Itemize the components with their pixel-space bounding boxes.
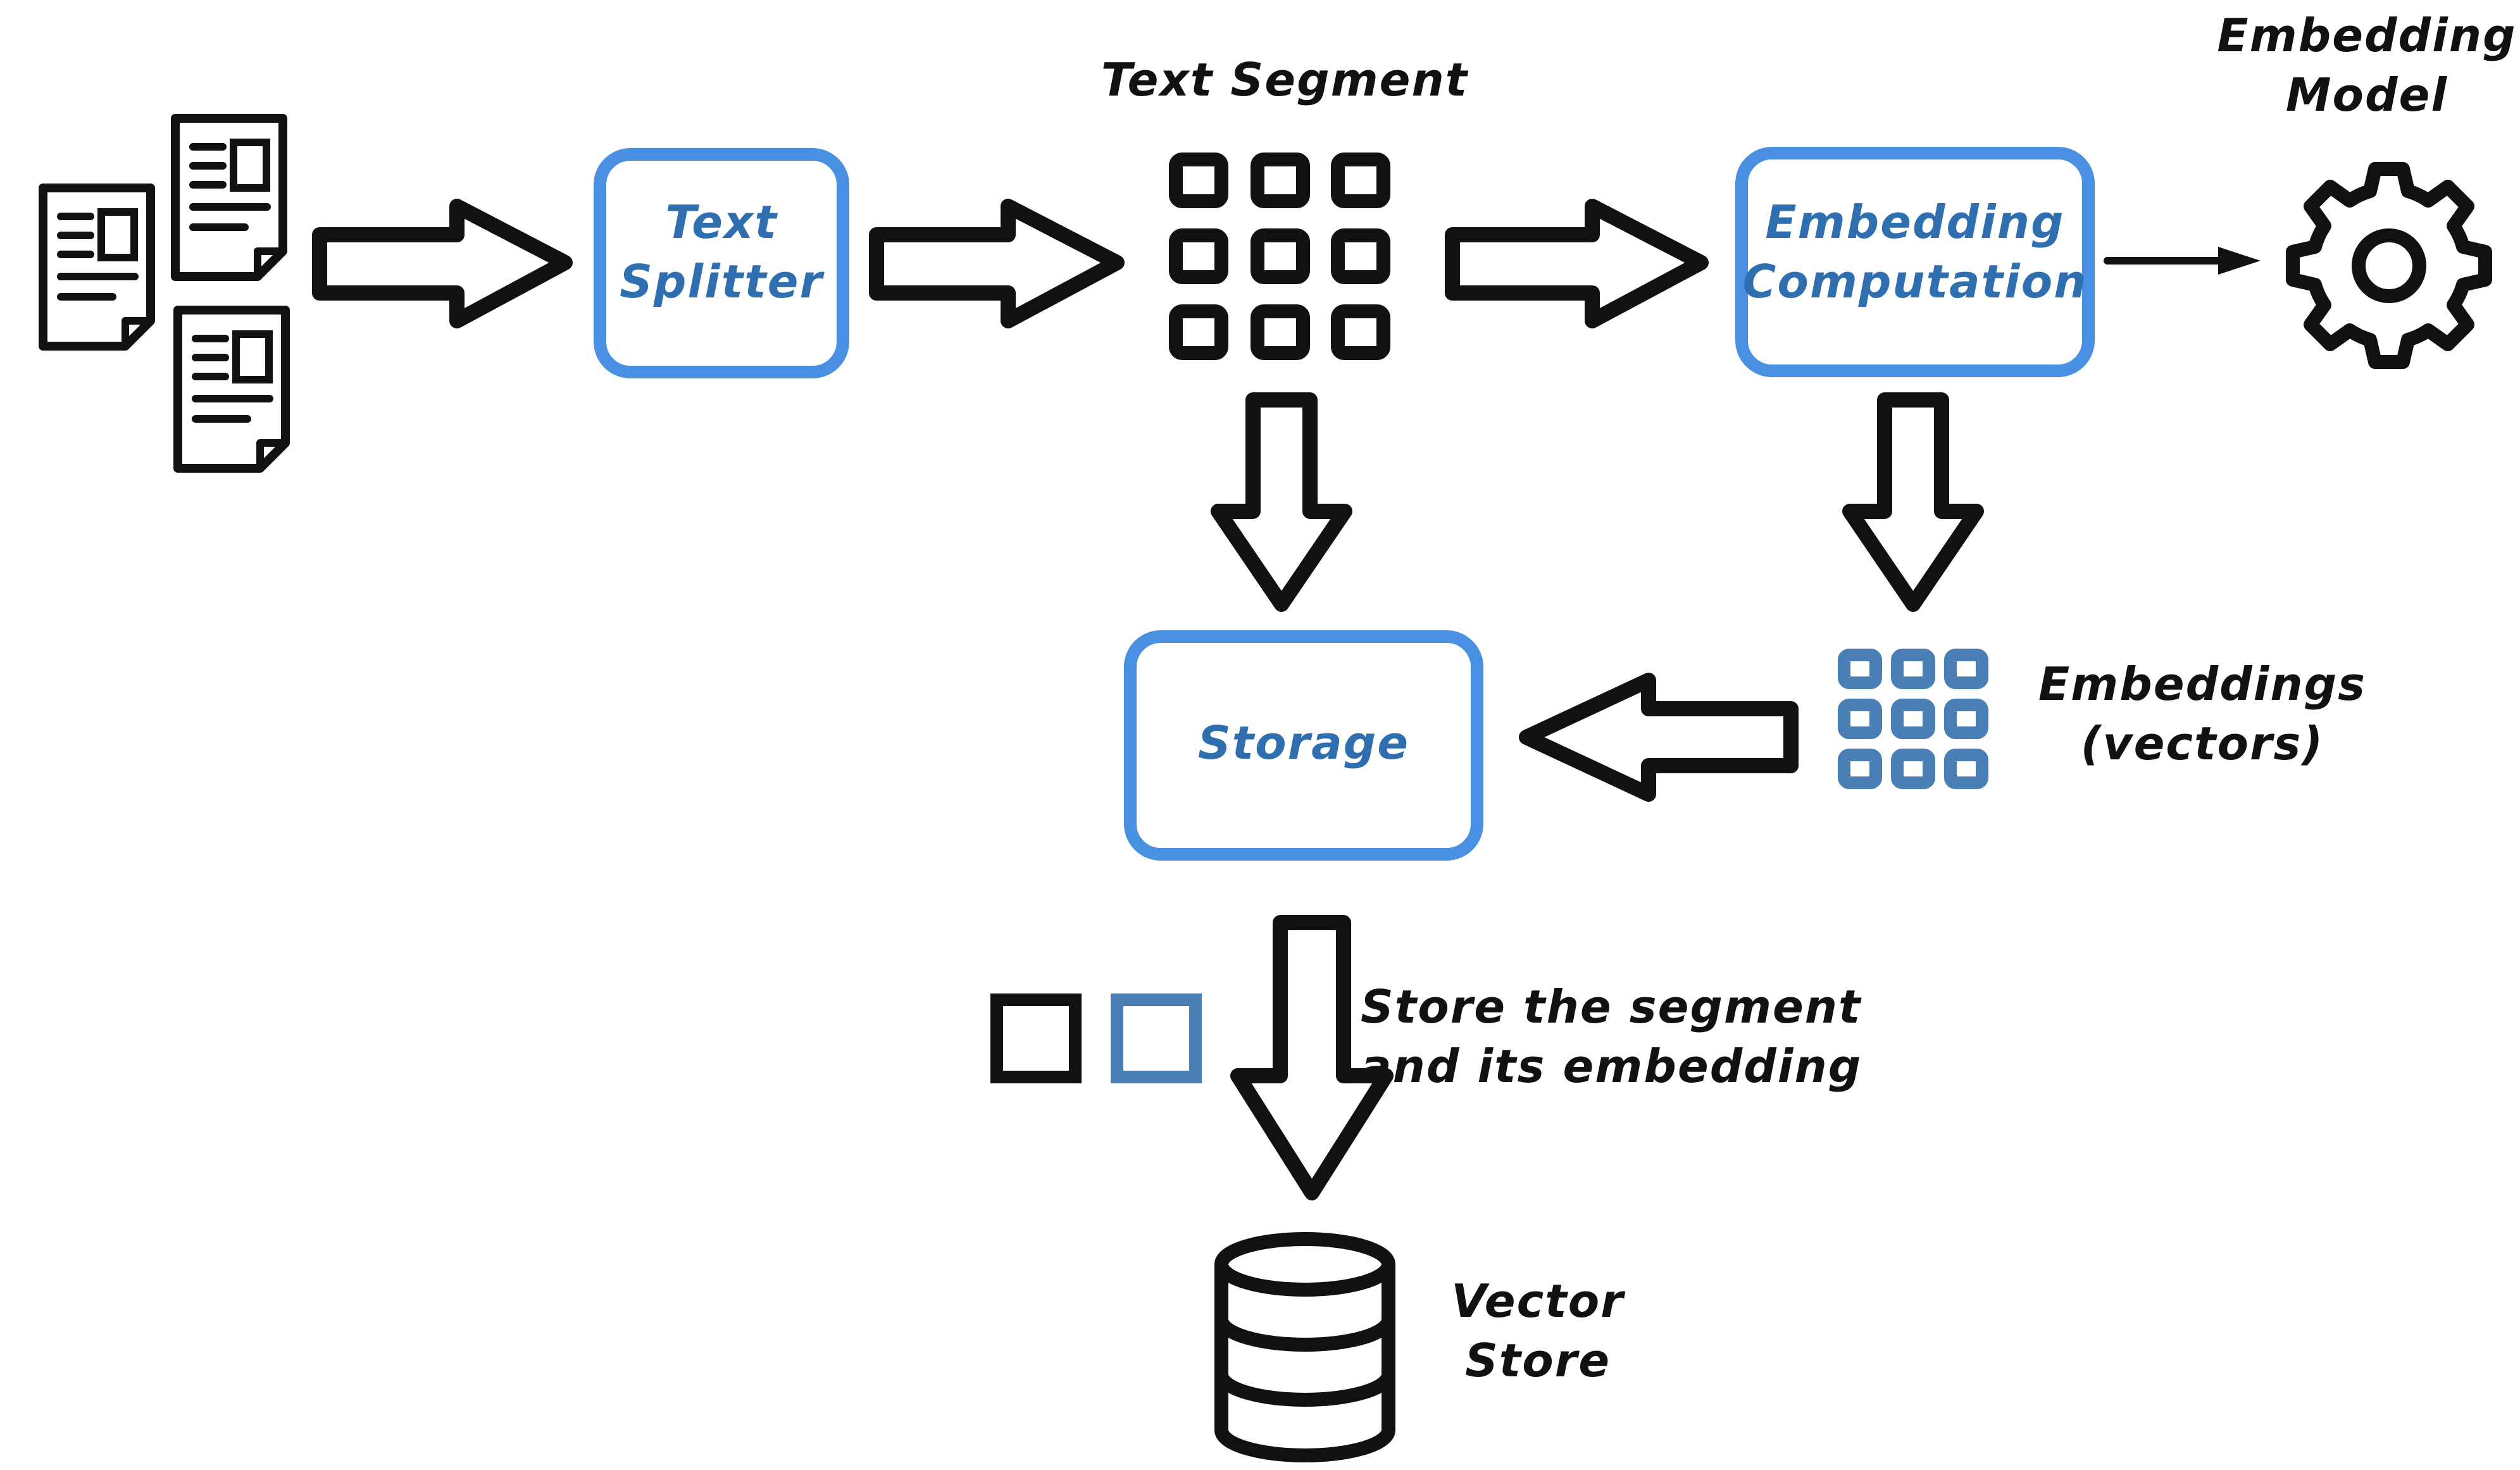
embedding-computation-label: Embedding Computation: [1742, 193, 2088, 311]
store-step-label-line1: Store the segment: [1361, 980, 1862, 1033]
text-splitter-label: Text Splitter: [600, 193, 843, 311]
embedding-model-label-line2: Model: [2285, 68, 2448, 121]
arrow-computation-to-embeddings: [1842, 392, 1984, 612]
vector-store-label-line1: Vector: [1451, 1274, 1625, 1328]
arrow-splitter-to-segment: [869, 199, 1125, 328]
arrow-computation-to-model: [2104, 247, 2261, 275]
text-splitter-box: [594, 148, 849, 378]
database-icon: [1214, 1232, 1395, 1462]
embeddings-label-line1: Embeddings: [2038, 657, 2366, 711]
arrow-segment-to-storage: [1211, 392, 1352, 612]
store-step-label: Store the segment and its embedding: [1361, 978, 1862, 1096]
text-segment-label: Text Segment: [1095, 51, 1475, 110]
embedding-computation-box: [1735, 147, 2095, 377]
segment-grid-icon: [1169, 153, 1390, 360]
arrow-segment-to-computation: [1445, 199, 1709, 328]
text-segment-label-text: Text Segment: [1101, 53, 1469, 106]
text-splitter-label-line2: Splitter: [620, 254, 823, 308]
vector-grid-icon: [1838, 649, 1988, 789]
embeddings-label: Embeddings (vectors): [2025, 655, 2380, 773]
embeddings-label-line2: (vectors): [2080, 716, 2324, 770]
embedding-model-label: Embedding Model: [2215, 6, 2519, 125]
arrow-docs-to-splitter: [312, 199, 573, 328]
embedding-computation-label-line2: Computation: [1742, 254, 2088, 308]
store-step-label-line2: and its embedding: [1361, 1039, 1862, 1093]
arrow-embeddings-to-storage: [1519, 673, 1799, 802]
storage-label: Storage: [1130, 714, 1477, 773]
embedding-square-icon: [1111, 993, 1202, 1083]
text-splitter-label-line1: Text: [665, 196, 778, 249]
storage-label-text: Storage: [1197, 716, 1410, 769]
segment-square-icon: [990, 993, 1082, 1083]
embedding-computation-label-line1: Embedding: [1765, 196, 2065, 249]
documents-icon: [43, 118, 285, 468]
storage-box: [1124, 630, 1483, 861]
arrow-storage-to-vector-store: [1230, 915, 1394, 1200]
vector-store-label-line2: Store: [1464, 1333, 1611, 1387]
vector-store-label: Vector Store: [1411, 1272, 1664, 1390]
embedding-model-label-line1: Embedding: [2217, 9, 2517, 62]
gear-icon: [2286, 162, 2492, 369]
